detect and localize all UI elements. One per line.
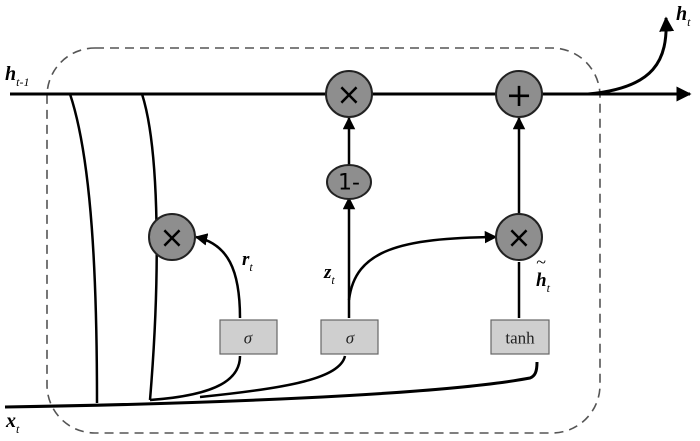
multiply-node-candidate: × [495,213,543,261]
reset-gate-box: σ [219,319,278,355]
label-x: xt [5,410,20,436]
label-h-out: ht [676,3,691,29]
input-line [4,361,539,409]
update-gate-box: σ [320,319,379,355]
one-minus-node: 1- [326,164,372,200]
multiply-node-reset: × [148,213,196,261]
reset-gate-output-line [194,233,242,319]
multiply-symbol: × [336,78,361,113]
reset-gate-label: σ [244,329,253,348]
reset-gate-input-line [149,355,242,402]
label-h-prev: ht-1 [5,63,29,89]
output-branch-line [587,16,675,96]
label-z: zt [323,262,335,287]
multiply-node-update: × [325,70,373,118]
update-to-candidate-mult-line [347,230,498,301]
add-node: + [495,70,543,118]
add-symbol: + [506,76,533,114]
candidate-gate-box: tanh [490,319,550,355]
multiply-symbol: × [506,221,531,256]
label-h-tilde: ht [536,270,551,295]
cell-boundary [46,47,601,434]
one-minus-symbol: 1- [338,171,360,196]
h-prev-branch-outer [68,93,99,404]
label-h-tilde-accent: ~ [536,252,546,272]
update-gate-input-line [199,355,347,399]
multiply-symbol: × [159,221,184,256]
update-gate-label: σ [346,329,355,348]
candidate-gate-label: tanh [505,329,535,348]
label-r: rt [242,249,253,274]
